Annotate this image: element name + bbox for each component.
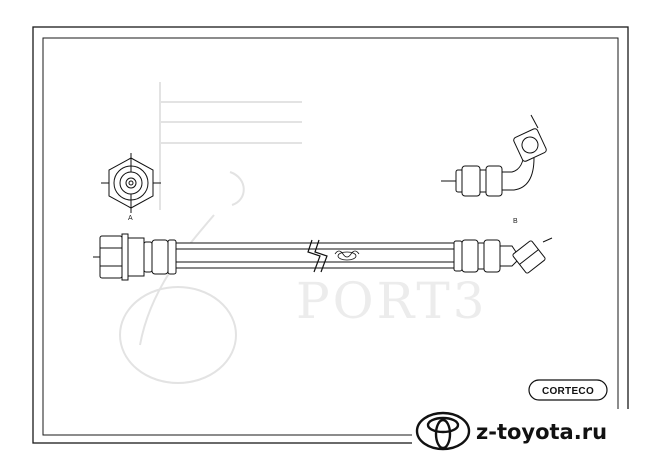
outer-frame — [32, 26, 629, 444]
corteco-logo: CORTECO — [528, 379, 608, 401]
detail-a-fitting — [101, 153, 161, 213]
label-a: A — [128, 215, 133, 222]
detail-b-fitting — [441, 114, 547, 197]
site-badge: z-toyota.ru — [412, 409, 654, 453]
site-text: z-toyota.ru — [476, 420, 607, 444]
brake-hose-assembly — [93, 233, 553, 281]
toyota-logo-icon — [415, 411, 471, 451]
inner-frame — [42, 37, 619, 436]
label-b: B — [513, 218, 518, 225]
brand-text: CORTECO — [542, 386, 594, 397]
watermark-text: PORT3 — [296, 272, 488, 330]
hose-marking — [334, 250, 360, 261]
watermark — [119, 82, 302, 384]
break-symbol — [307, 239, 328, 273]
